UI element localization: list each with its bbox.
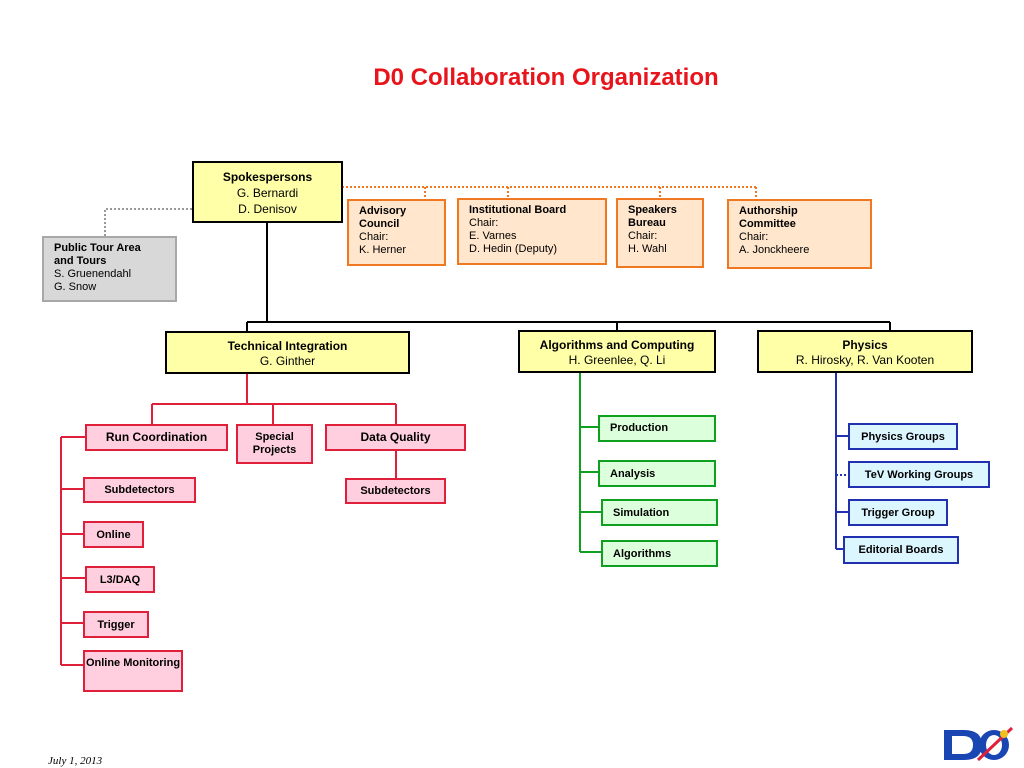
speakers-heading-2: Bureau	[628, 217, 666, 229]
speakers-chair-name: H. Wahl	[628, 243, 667, 255]
institutional-chair-name: E. Varnes	[469, 230, 517, 242]
analysis-label: Analysis	[610, 468, 656, 480]
editorial-boards-label: Editorial Boards	[858, 544, 944, 556]
physics-lead: R. Hirosky, R. Van Kooten	[795, 353, 935, 367]
run-coordination-box[interactable]: Run Coordination	[85, 424, 228, 451]
tev-working-groups-label: TeV Working Groups	[864, 469, 974, 481]
institutional-chair-label: Chair:	[469, 217, 499, 229]
data-quality-subdetectors-label: Subdetectors	[360, 485, 431, 497]
authorship-heading-2: Committee	[739, 218, 796, 230]
authorship-chair-label: Chair:	[739, 231, 769, 243]
trigger-label: Trigger	[97, 619, 135, 631]
advisory-council-box[interactable]: Advisory Council Chair: K. Herner	[347, 199, 446, 266]
authorship-chair-name: A. Jonckheere	[739, 244, 810, 256]
institutional-deputy: D. Hedin (Deputy)	[469, 243, 558, 255]
online-label: Online	[96, 529, 131, 541]
special-projects-box[interactable]: Special Projects	[236, 424, 313, 464]
simulation-box[interactable]: Simulation	[601, 499, 718, 526]
l3-daq-box[interactable]: L3/DAQ	[85, 566, 155, 593]
technical-integration-lead: G. Ginther	[259, 354, 316, 368]
algorithms-label: Algorithms	[613, 548, 672, 560]
editorial-boards-box[interactable]: Editorial Boards	[843, 536, 959, 564]
footer-date: July 1, 2013	[48, 755, 103, 767]
d0-logo-icon	[940, 726, 1016, 764]
algorithms-computing-heading: Algorithms and Computing	[539, 338, 695, 352]
public-tour-member-2: G. Snow	[54, 281, 97, 293]
advisory-chair-name: K. Herner	[359, 244, 407, 256]
data-quality-box[interactable]: Data Quality	[325, 424, 466, 451]
physics-groups-box[interactable]: Physics Groups	[848, 423, 958, 450]
run-coordination-label: Run Coordination	[105, 430, 208, 444]
speakers-bureau-box[interactable]: Speakers Bureau Chair: H. Wahl	[616, 198, 704, 268]
trigger-box[interactable]: Trigger	[83, 611, 149, 638]
institutional-heading: Institutional Board	[469, 204, 567, 216]
advisory-heading-1: Advisory	[359, 205, 407, 217]
online-monitoring-box[interactable]: Online Monitoring	[83, 650, 183, 692]
page-title: D0 Collaboration Organization	[373, 64, 719, 91]
physics-box[interactable]: Physics R. Hirosky, R. Van Kooten	[757, 330, 973, 373]
simulation-label: Simulation	[613, 507, 670, 519]
data-quality-subdetectors-box[interactable]: Subdetectors	[345, 478, 446, 504]
advisory-chair-label: Chair:	[359, 231, 389, 243]
authorship-heading-1: Authorship	[739, 205, 798, 217]
public-tour-heading-2: and Tours	[54, 255, 107, 267]
algorithms-box[interactable]: Algorithms	[601, 540, 718, 567]
data-quality-label: Data Quality	[360, 430, 431, 444]
algorithms-computing-lead: H. Greenlee, Q. Li	[568, 353, 666, 367]
spokesperson-1: G. Bernardi	[236, 186, 299, 200]
trigger-group-box[interactable]: Trigger Group	[848, 499, 948, 526]
trigger-group-label: Trigger Group	[861, 507, 935, 519]
public-tour-member-1: S. Gruenendahl	[54, 268, 132, 280]
tev-working-groups-box[interactable]: TeV Working Groups	[848, 461, 990, 488]
speakers-heading-1: Speakers	[628, 204, 677, 216]
online-monitoring-label: Online Monitoring	[85, 657, 181, 669]
public-tour-box[interactable]: Public Tour Area and Tours S. Gruenendah…	[42, 236, 177, 302]
physics-groups-label: Physics Groups	[861, 431, 945, 443]
institutional-board-box[interactable]: Institutional Board Chair: E. Varnes D. …	[457, 198, 607, 265]
authorship-committee-box[interactable]: Authorship Committee Chair: A. Jonckheer…	[727, 199, 872, 269]
l3-daq-label: L3/DAQ	[99, 574, 141, 586]
spokespersons-box[interactable]: Spokespersons G. Bernardi D. Denisov	[192, 161, 343, 223]
speakers-chair-label: Chair:	[628, 230, 658, 242]
special-projects-label: Special Projects	[252, 431, 297, 456]
production-box[interactable]: Production	[598, 415, 716, 442]
advisory-heading-2: Council	[359, 218, 400, 230]
spokespersons-heading: Spokespersons	[222, 170, 313, 184]
public-tour-heading-1: Public Tour Area	[54, 242, 141, 254]
run-subdetectors-box[interactable]: Subdetectors	[83, 477, 196, 503]
algorithms-computing-box[interactable]: Algorithms and Computing H. Greenlee, Q.…	[518, 330, 716, 373]
technical-integration-heading: Technical Integration	[227, 339, 348, 353]
physics-heading: Physics	[842, 338, 888, 352]
analysis-box[interactable]: Analysis	[598, 460, 716, 487]
production-label: Production	[610, 422, 669, 434]
run-subdetectors-label: Subdetectors	[104, 484, 175, 496]
technical-integration-box[interactable]: Technical Integration G. Ginther	[165, 331, 410, 374]
spokesperson-2: D. Denisov	[238, 202, 297, 216]
online-box[interactable]: Online	[83, 521, 144, 548]
